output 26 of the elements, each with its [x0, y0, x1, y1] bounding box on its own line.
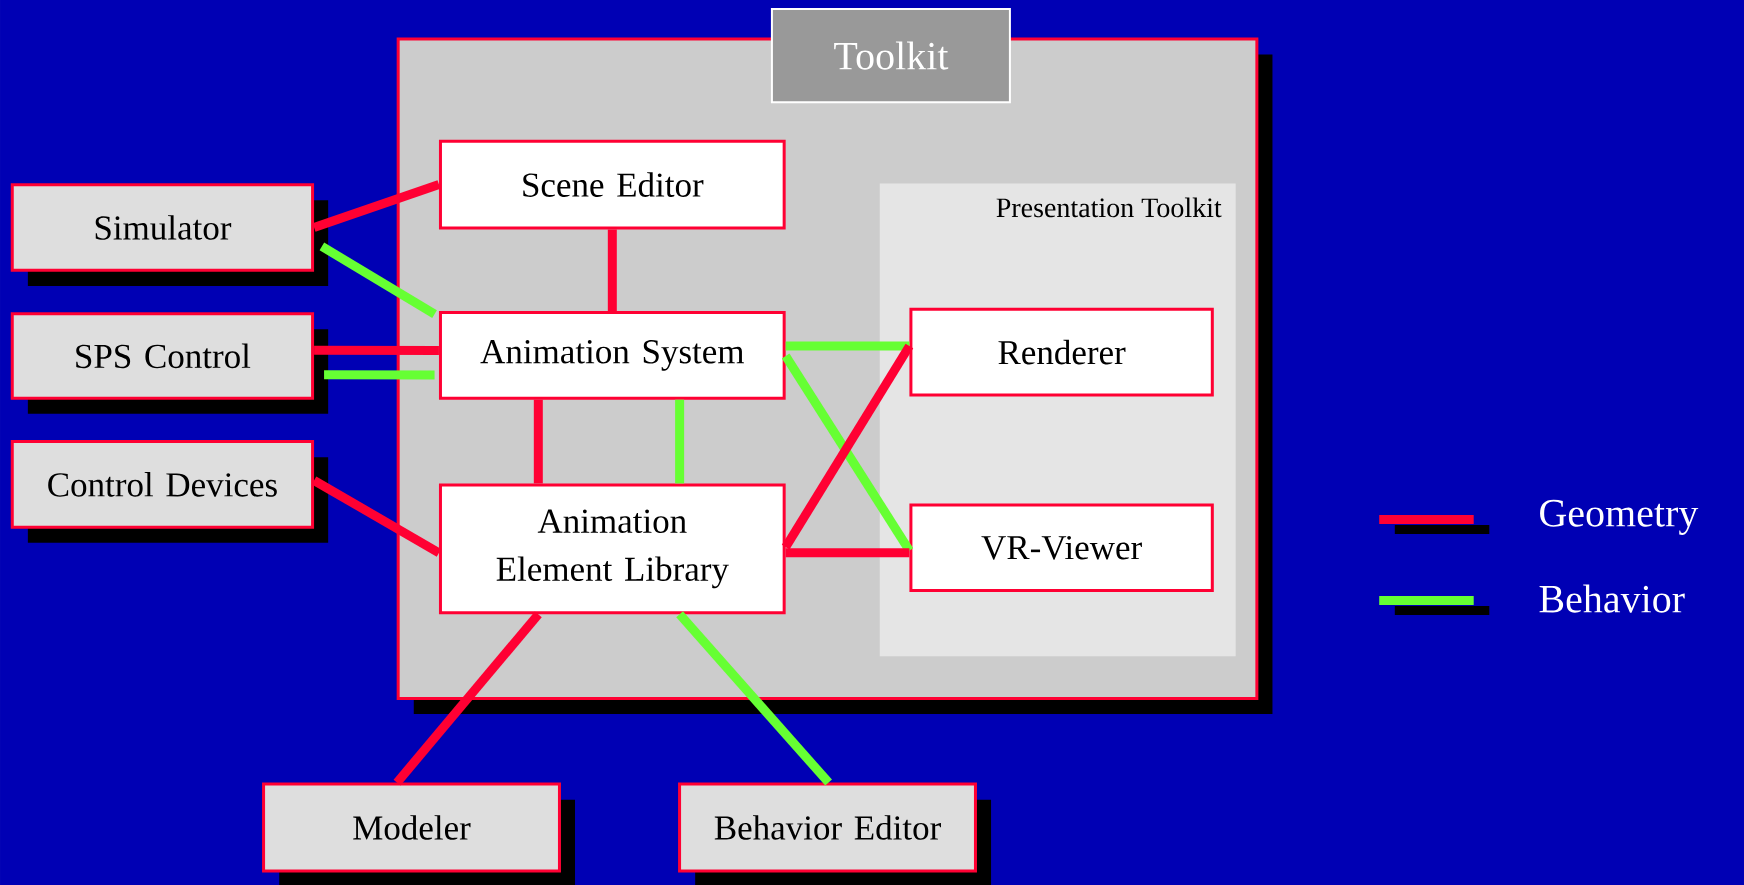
- component-box: Animation System: [438, 311, 786, 400]
- connector-line: [607, 229, 617, 312]
- connector-line: [319, 242, 437, 319]
- external-box: Control Devices: [10, 440, 329, 543]
- connector-line: [675, 399, 685, 484]
- title-box: Toolkit: [770, 7, 1011, 104]
- connector-line: [312, 180, 441, 232]
- component-box: Animation Element Library: [438, 483, 786, 615]
- connector-line: [393, 611, 542, 786]
- connector-line: [676, 611, 832, 786]
- legend-label: Behavior: [1539, 584, 1685, 613]
- external-box: Modeler: [262, 782, 576, 885]
- component-box: Scene Editor: [438, 139, 786, 230]
- panel-title: Presentation Toolkit: [996, 197, 1222, 218]
- legend-label: Geometry: [1540, 499, 1699, 535]
- external-box: SPS Control: [10, 312, 329, 414]
- connector-line: [314, 345, 439, 355]
- connector-line: [324, 370, 435, 380]
- component-box: Renderer: [909, 307, 1214, 397]
- connector-line: [311, 476, 442, 557]
- connector-line: [785, 548, 910, 558]
- connector-line: [785, 341, 910, 351]
- external-box: Behavior Editor: [678, 782, 992, 885]
- external-box: Simulator: [10, 183, 329, 286]
- connector-line: [533, 399, 543, 484]
- component-box: VR-Viewer: [909, 503, 1214, 593]
